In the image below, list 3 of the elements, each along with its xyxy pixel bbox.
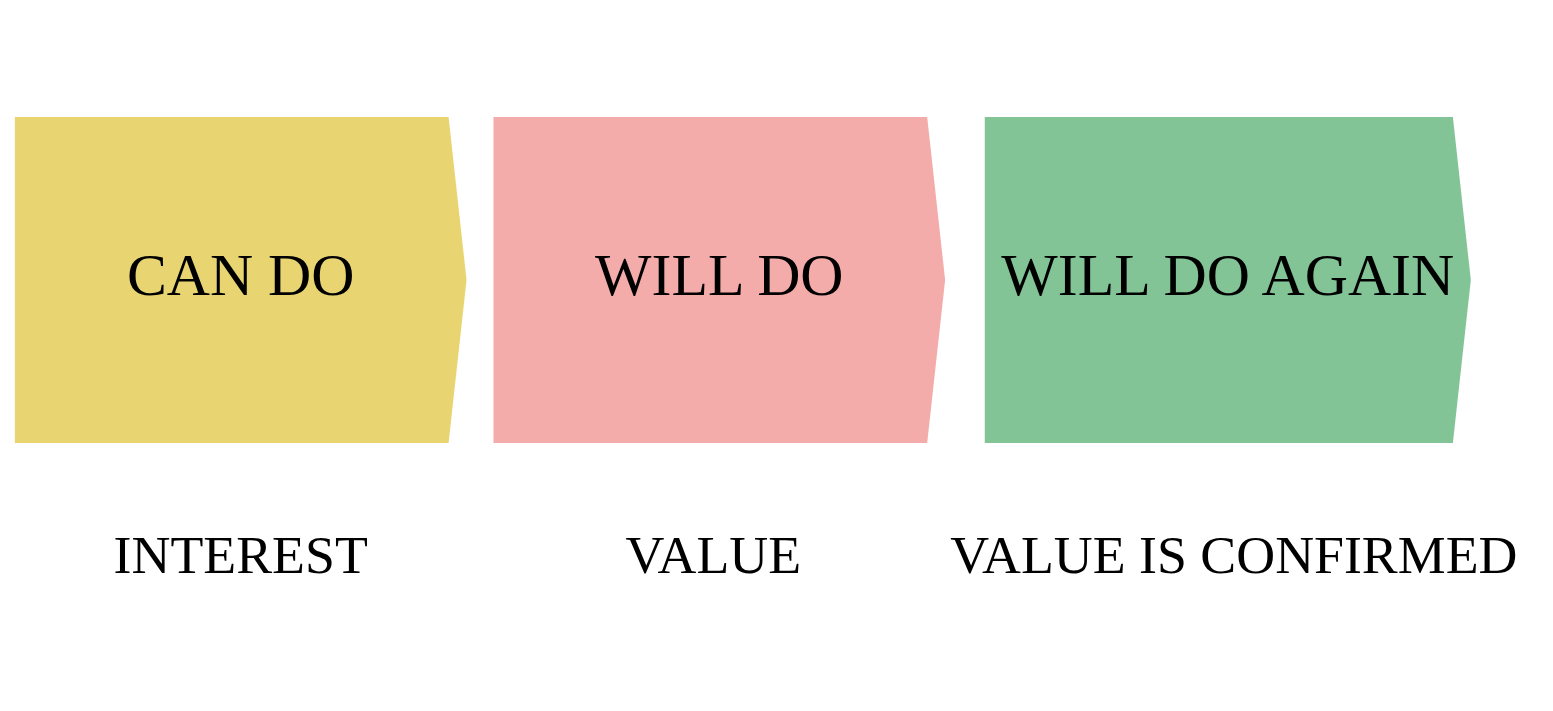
node-label: INTEREST <box>113 524 368 585</box>
node-label: VALUE IS CONFIRMED <box>950 524 1518 585</box>
node-label: VALUE <box>625 524 802 585</box>
